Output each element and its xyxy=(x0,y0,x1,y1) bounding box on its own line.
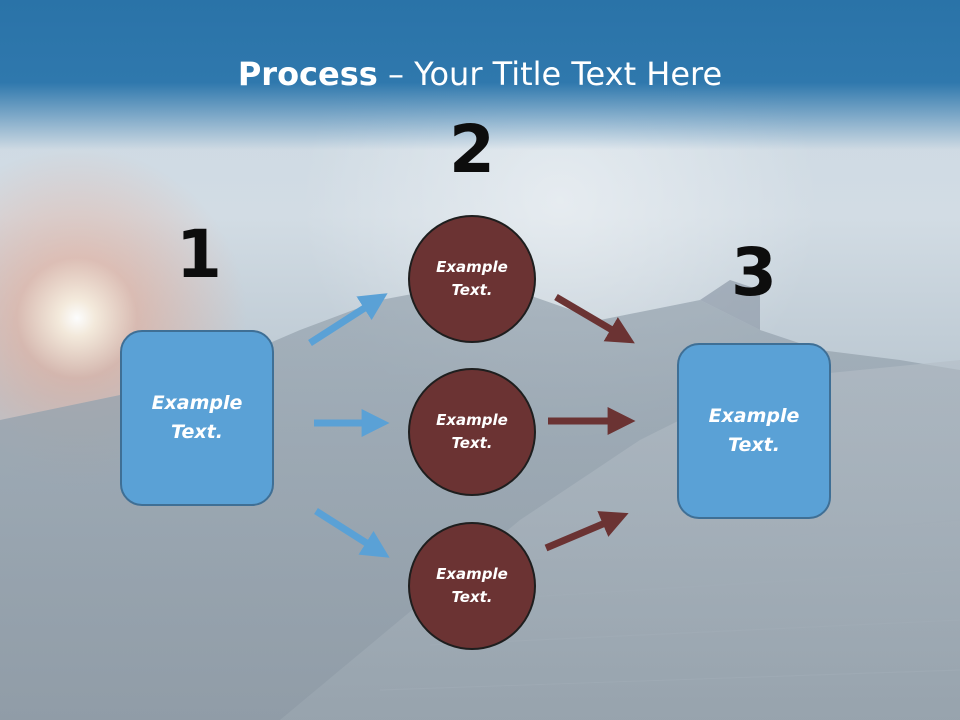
arrow-left-to-top xyxy=(310,300,377,343)
arrow-top-to-right xyxy=(556,297,624,337)
circle-bottom: Example Text. xyxy=(408,522,536,650)
step-number-1: 1 xyxy=(159,220,239,290)
right-box: Example Text. xyxy=(677,343,831,519)
arrow-bottom-to-right xyxy=(546,518,617,548)
circle-top-label: Example Text. xyxy=(436,256,508,302)
arrow-left-to-bottom xyxy=(316,511,379,551)
circle-bottom-label: Example Text. xyxy=(436,563,508,609)
circle-middle: Example Text. xyxy=(408,368,536,496)
step-number-3: 3 xyxy=(714,238,794,308)
left-box-label: Example Text. xyxy=(152,389,243,447)
circle-middle-label: Example Text. xyxy=(436,409,508,455)
circle-top: Example Text. xyxy=(408,215,536,343)
right-box-label: Example Text. xyxy=(709,402,800,460)
left-box: Example Text. xyxy=(120,330,274,506)
step-number-2: 2 xyxy=(432,115,512,185)
